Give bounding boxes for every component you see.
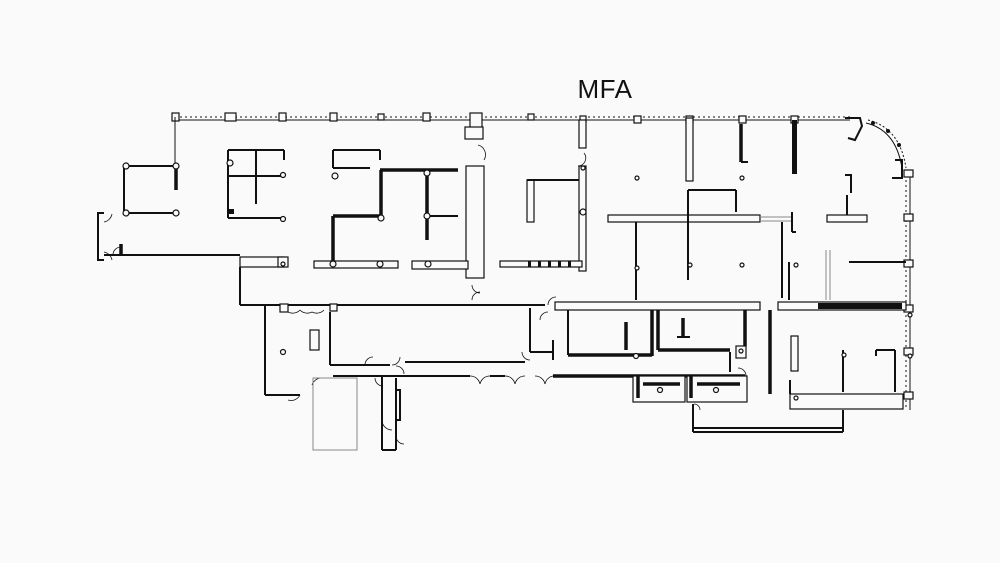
east-exterior-wall — [892, 159, 914, 410]
central-core — [411, 112, 486, 301]
gallery-block-southeast — [768, 310, 904, 410]
gallery-block-south — [567, 310, 844, 433]
gallery-block-center — [499, 119, 587, 272]
gallery-block-west — [226, 149, 458, 269]
west-wing — [97, 117, 240, 261]
gallery-block-east — [607, 117, 906, 300]
outlet-markers — [280, 165, 913, 359]
lobby-west — [264, 303, 554, 451]
plan-title: MFA — [577, 74, 633, 104]
